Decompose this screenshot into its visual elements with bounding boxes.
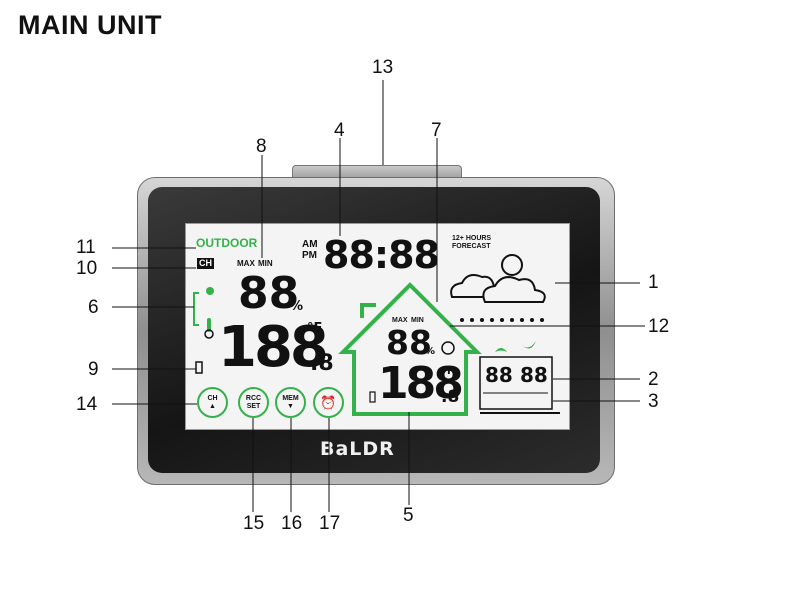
outdoor-humidity: 88 <box>238 268 300 319</box>
date-digits-month: 88 <box>520 363 548 387</box>
outdoor-label: OUTDOOR <box>196 236 258 250</box>
date-digits-day: 88 <box>485 363 513 387</box>
down-arrow-icon: ▼ <box>287 403 294 410</box>
brand-logo: BaLDR <box>320 438 395 460</box>
outdoor-humidity-unit: % <box>290 299 304 314</box>
indoor-temperature-decimal: .8 <box>441 387 460 407</box>
alarm-button[interactable]: ⏰ <box>313 387 344 418</box>
page-title: MAIN UNIT <box>18 10 162 40</box>
callout-13: 13 <box>372 57 394 78</box>
outdoor-humidity-icon <box>206 287 214 295</box>
forecast-title-line1: 12+ HOURS <box>452 235 492 242</box>
ch-button-label: CH <box>207 395 218 402</box>
callout-6: 6 <box>88 297 99 318</box>
pm-indicator: PM <box>302 250 317 261</box>
channel-indicator: CH <box>197 258 214 269</box>
callout-11: 11 <box>76 237 96 258</box>
alarm-clock-icon: ⏰ <box>320 395 337 410</box>
cloud-large-icon <box>482 276 546 303</box>
indoor-humidity-unit: % <box>425 346 436 357</box>
callout-17: 17 <box>319 513 341 534</box>
indoor-temperature: 188 <box>378 358 464 409</box>
callout-16: 16 <box>281 513 303 534</box>
outdoor-battery-icon <box>195 361 203 374</box>
mem-button-label: MEM <box>282 395 299 402</box>
outdoor-temperature-decimal: .8 <box>310 351 334 376</box>
thermometer-icon <box>207 318 211 332</box>
callout-15: 15 <box>243 513 265 534</box>
clock-time: 88:88 <box>323 233 440 277</box>
callout-8: 8 <box>256 136 267 157</box>
indoor-temperature-unit: °F <box>442 366 454 377</box>
callout-1: 1 <box>648 272 659 293</box>
outdoor-temperature-unit: °F <box>307 321 323 336</box>
set-button-label: SET <box>246 403 261 410</box>
date-panel-frame <box>479 356 553 410</box>
outdoor-bracket <box>193 292 199 326</box>
comfort-face-icon <box>441 341 455 355</box>
callout-9: 9 <box>88 359 99 380</box>
callout-2: 2 <box>648 369 659 390</box>
indoor-max-label: MAX <box>392 317 408 324</box>
indoor-battery-icon <box>369 391 376 403</box>
callout-12: 12 <box>648 316 670 337</box>
rcc-set-button[interactable]: RCC SET <box>238 387 269 418</box>
outdoor-max-label: MAX <box>237 259 255 268</box>
outdoor-temperature: 188 <box>218 315 329 380</box>
indoor-humidity: 88 <box>386 323 432 362</box>
forecast-title-line2: FORECAST <box>452 243 491 250</box>
am-indicator: AM <box>302 239 318 250</box>
callout-7: 7 <box>431 120 442 141</box>
callout-10: 10 <box>76 258 98 279</box>
up-arrow-icon: ▲ <box>209 403 216 410</box>
indoor-min-label: MIN <box>411 317 424 324</box>
callout-4: 4 <box>334 120 345 141</box>
rcc-button-label: RCC <box>245 395 262 402</box>
bird-icon <box>495 348 507 352</box>
bird-flying-icon <box>520 341 536 349</box>
callout-5: 5 <box>403 505 414 526</box>
callout-3: 3 <box>648 391 659 412</box>
thermometer-bulb-icon <box>204 329 214 339</box>
outdoor-min-label: MIN <box>258 259 273 268</box>
mem-down-button[interactable]: MEM ▼ <box>275 387 306 418</box>
rain-snow-icons <box>460 318 544 322</box>
house-chimney <box>360 303 376 318</box>
sun-icon <box>501 254 523 276</box>
indoor-house-outline <box>338 282 482 416</box>
ch-up-button[interactable]: CH ▲ <box>197 387 228 418</box>
callout-14: 14 <box>76 394 98 415</box>
